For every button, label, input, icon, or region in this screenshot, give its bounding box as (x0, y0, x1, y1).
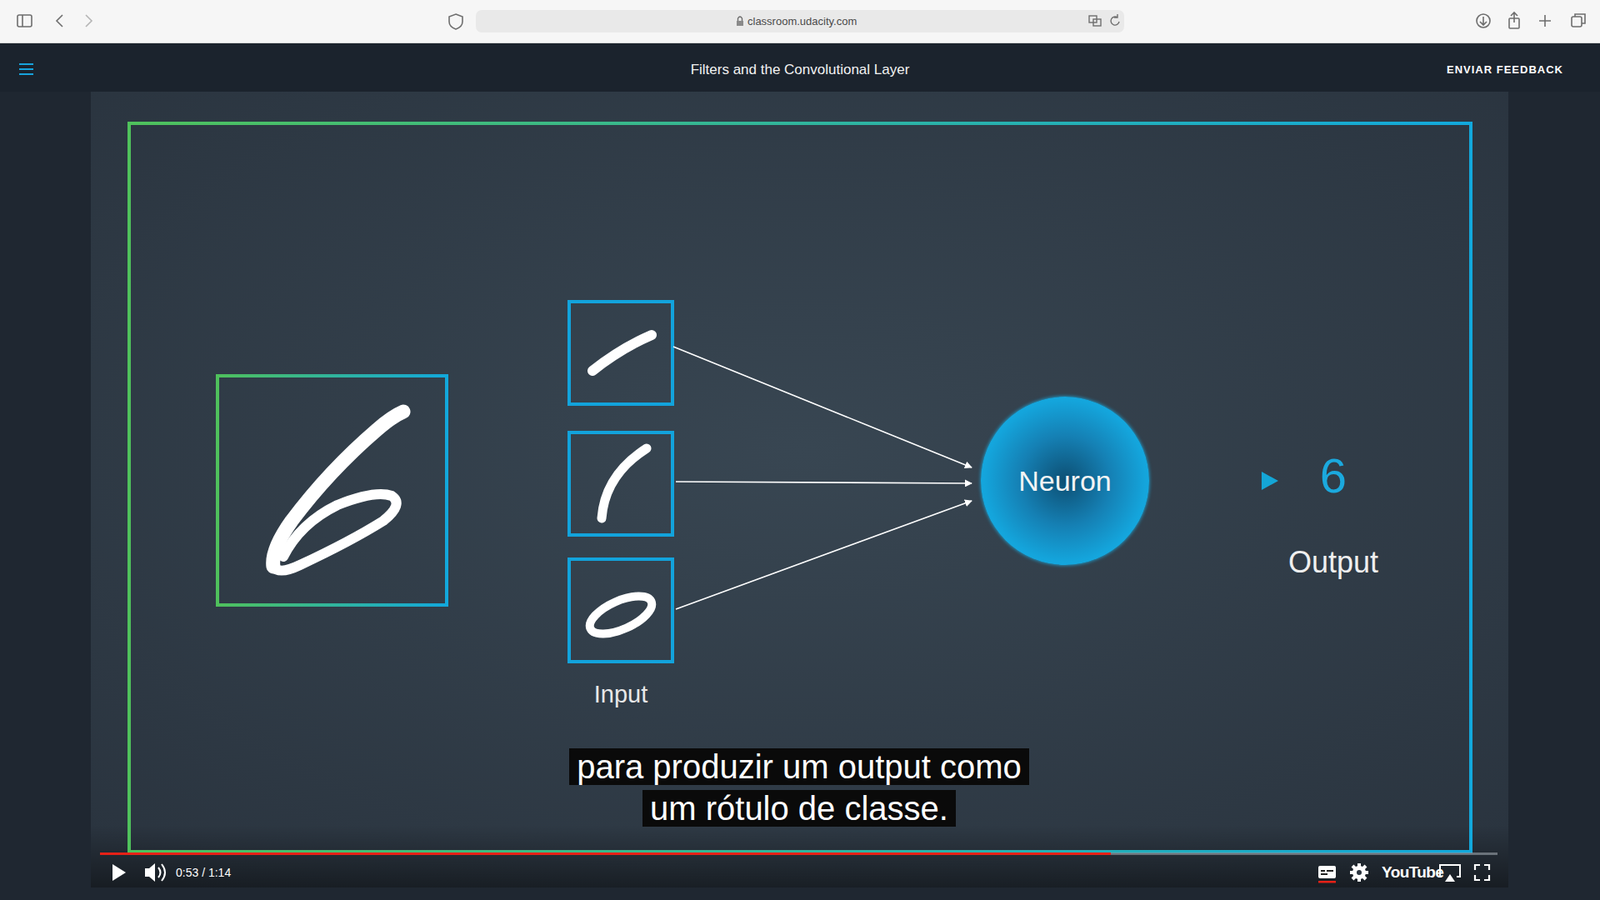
youtube-logo: YouTube (1381, 863, 1444, 882)
feedback-button: ENVIAR FEEDBACK (1446, 64, 1564, 77)
progress-played (100, 852, 1111, 855)
output-node: 6Output (1285, 451, 1382, 580)
app-header (0, 43, 1600, 92)
arrow-head (1261, 471, 1279, 490)
toolbar-icons (17, 12, 1585, 30)
player-controls (112, 863, 1490, 884)
slide-border (129, 123, 1471, 852)
url-text: classroom.udacity.com (747, 15, 857, 29)
feature-strokes (585, 335, 658, 642)
handwritten-digit (273, 411, 404, 571)
subtitle: para produzir um output como um rótulo d… (569, 748, 1030, 827)
progress-track (100, 852, 1498, 855)
subtitle-box: para produzir um output como um rótulo d… (565, 745, 1033, 830)
connector-line (1175, 479, 1264, 483)
time-display: 0:53 / 1:14 (175, 865, 231, 880)
output-label: Output (1288, 545, 1379, 580)
neuron-circle: Neuron (980, 396, 1150, 565)
image-box (217, 375, 447, 605)
node-label: Neuron (1018, 465, 1112, 498)
browser-toolbar (0, 0, 1600, 43)
connector-arrow (1175, 471, 1279, 490)
menu-icon (19, 64, 34, 75)
page-title: Filters and the Convolutional Layer (690, 61, 910, 79)
url-bar (475, 10, 1125, 33)
input-label: Input (594, 680, 649, 709)
input-arrows (673, 346, 972, 610)
video-frame (90, 91, 1509, 888)
input-feature-box (569, 301, 673, 662)
output-value: 6 (1320, 451, 1347, 500)
